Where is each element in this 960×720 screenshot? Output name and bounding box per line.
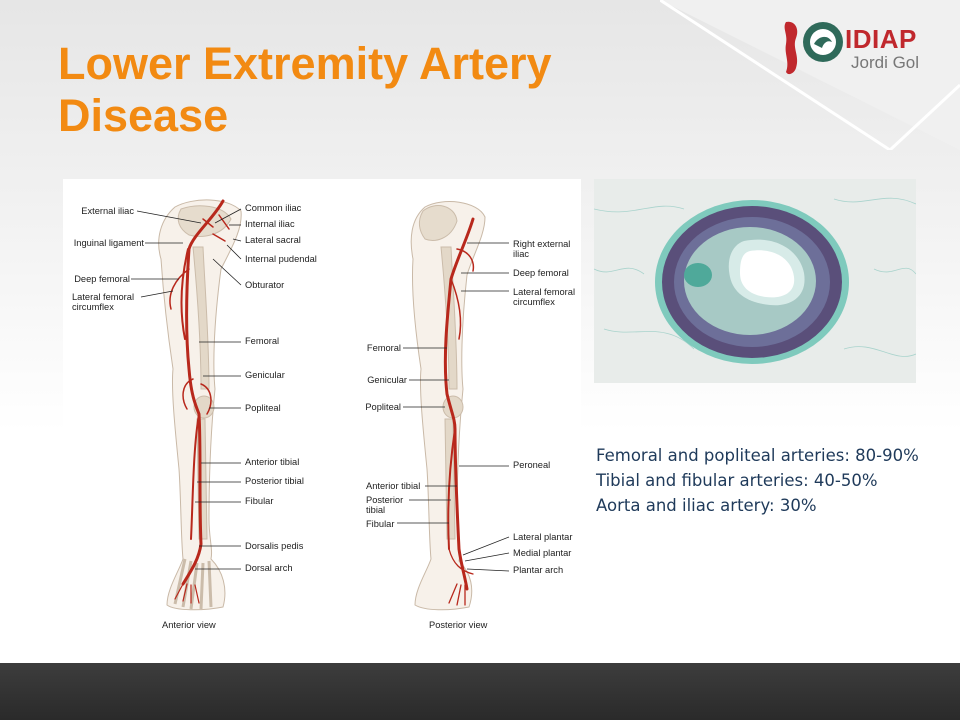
label-anterior-tibial-posterior: Anterior tibial xyxy=(366,481,421,491)
label-obturator: Obturator xyxy=(245,280,285,290)
label-genicular-posterior: Genicular xyxy=(367,375,407,385)
stat-femoral-popliteal: Femoral and popliteal arteries: 80-90% xyxy=(596,446,919,465)
label-common-iliac: Common iliac xyxy=(245,203,302,213)
label-anterior-tibial-anterior: Anterior tibial xyxy=(245,457,300,467)
stat-aorta-iliac: Aorta and iliac artery: 30% xyxy=(596,496,817,515)
anterior-arteries xyxy=(169,199,230,604)
leg-arteries-illustration xyxy=(131,199,510,611)
label-internal-pudendal: Internal pudendal xyxy=(245,254,317,264)
logo-emblem-icon xyxy=(784,21,843,75)
label-peroneal: Peroneal xyxy=(513,460,551,470)
label-lateral-plantar: Lateral plantar xyxy=(513,532,573,542)
caption-anterior-view: Anterior view xyxy=(162,620,216,630)
corner-decoration xyxy=(660,0,960,150)
label-deep-femoral-posterior: Deep femoral xyxy=(513,268,569,278)
label-fibular-posterior: Fibular xyxy=(366,519,395,529)
caption-posterior-view: Posterior view xyxy=(429,620,488,630)
label-right-external-iliac: Right external iliac xyxy=(513,239,571,259)
label-femoral-anterior: Femoral xyxy=(245,336,280,346)
micrograph-image xyxy=(594,179,916,383)
slide-title: Lower Extremity Artery Disease xyxy=(58,38,552,141)
stat-tibial-fibular: Tibial and fibular arteries: 40-50% xyxy=(596,471,878,490)
label-femoral-posterior: Femoral xyxy=(366,343,401,353)
idiap-logo: IDIAP Jordi Gol xyxy=(778,16,928,80)
label-deep-femoral-anterior: Deep femoral xyxy=(74,274,130,284)
artery-diagram: External iliac Inguinal ligament Deep fe… xyxy=(63,179,581,637)
label-plantar-arch: Plantar arch xyxy=(513,565,564,575)
label-genicular-anterior: Genicular xyxy=(245,370,285,380)
logo-text-jordi-gol: Jordi Gol xyxy=(851,53,920,72)
label-posterior-tibial-posterior: Posterior tibial xyxy=(366,495,404,515)
footer-bar xyxy=(0,663,960,720)
label-internal-iliac: Internal iliac xyxy=(245,219,295,229)
label-lateral-sacral: Lateral sacral xyxy=(245,235,301,245)
label-inguinal-ligament: Inguinal ligament xyxy=(73,238,144,248)
artery-cross-section-micrograph xyxy=(594,179,916,383)
label-fibular-anterior: Fibular xyxy=(245,496,274,506)
label-popliteal-anterior: Popliteal xyxy=(245,403,281,413)
label-popliteal-posterior: Popliteal xyxy=(365,402,401,412)
label-medial-plantar: Medial plantar xyxy=(513,548,572,558)
label-external-iliac: External iliac xyxy=(81,206,134,216)
posterior-arteries xyxy=(443,217,475,606)
label-posterior-tibial-anterior: Posterior tibial xyxy=(245,476,304,486)
prevalence-list: Femoral and popliteal arteries: 80-90% T… xyxy=(596,443,946,518)
logo-text-idiap: IDIAP xyxy=(845,24,917,54)
label-dorsal-arch: Dorsal arch xyxy=(245,563,293,573)
label-lateral-femoral-circumflex-anterior: Lateral femoral circumflex xyxy=(72,292,135,312)
label-lateral-femoral-circumflex-posterior: Lateral femoral circumflex xyxy=(513,287,576,307)
label-dorsalis-pedis: Dorsalis pedis xyxy=(245,541,304,551)
